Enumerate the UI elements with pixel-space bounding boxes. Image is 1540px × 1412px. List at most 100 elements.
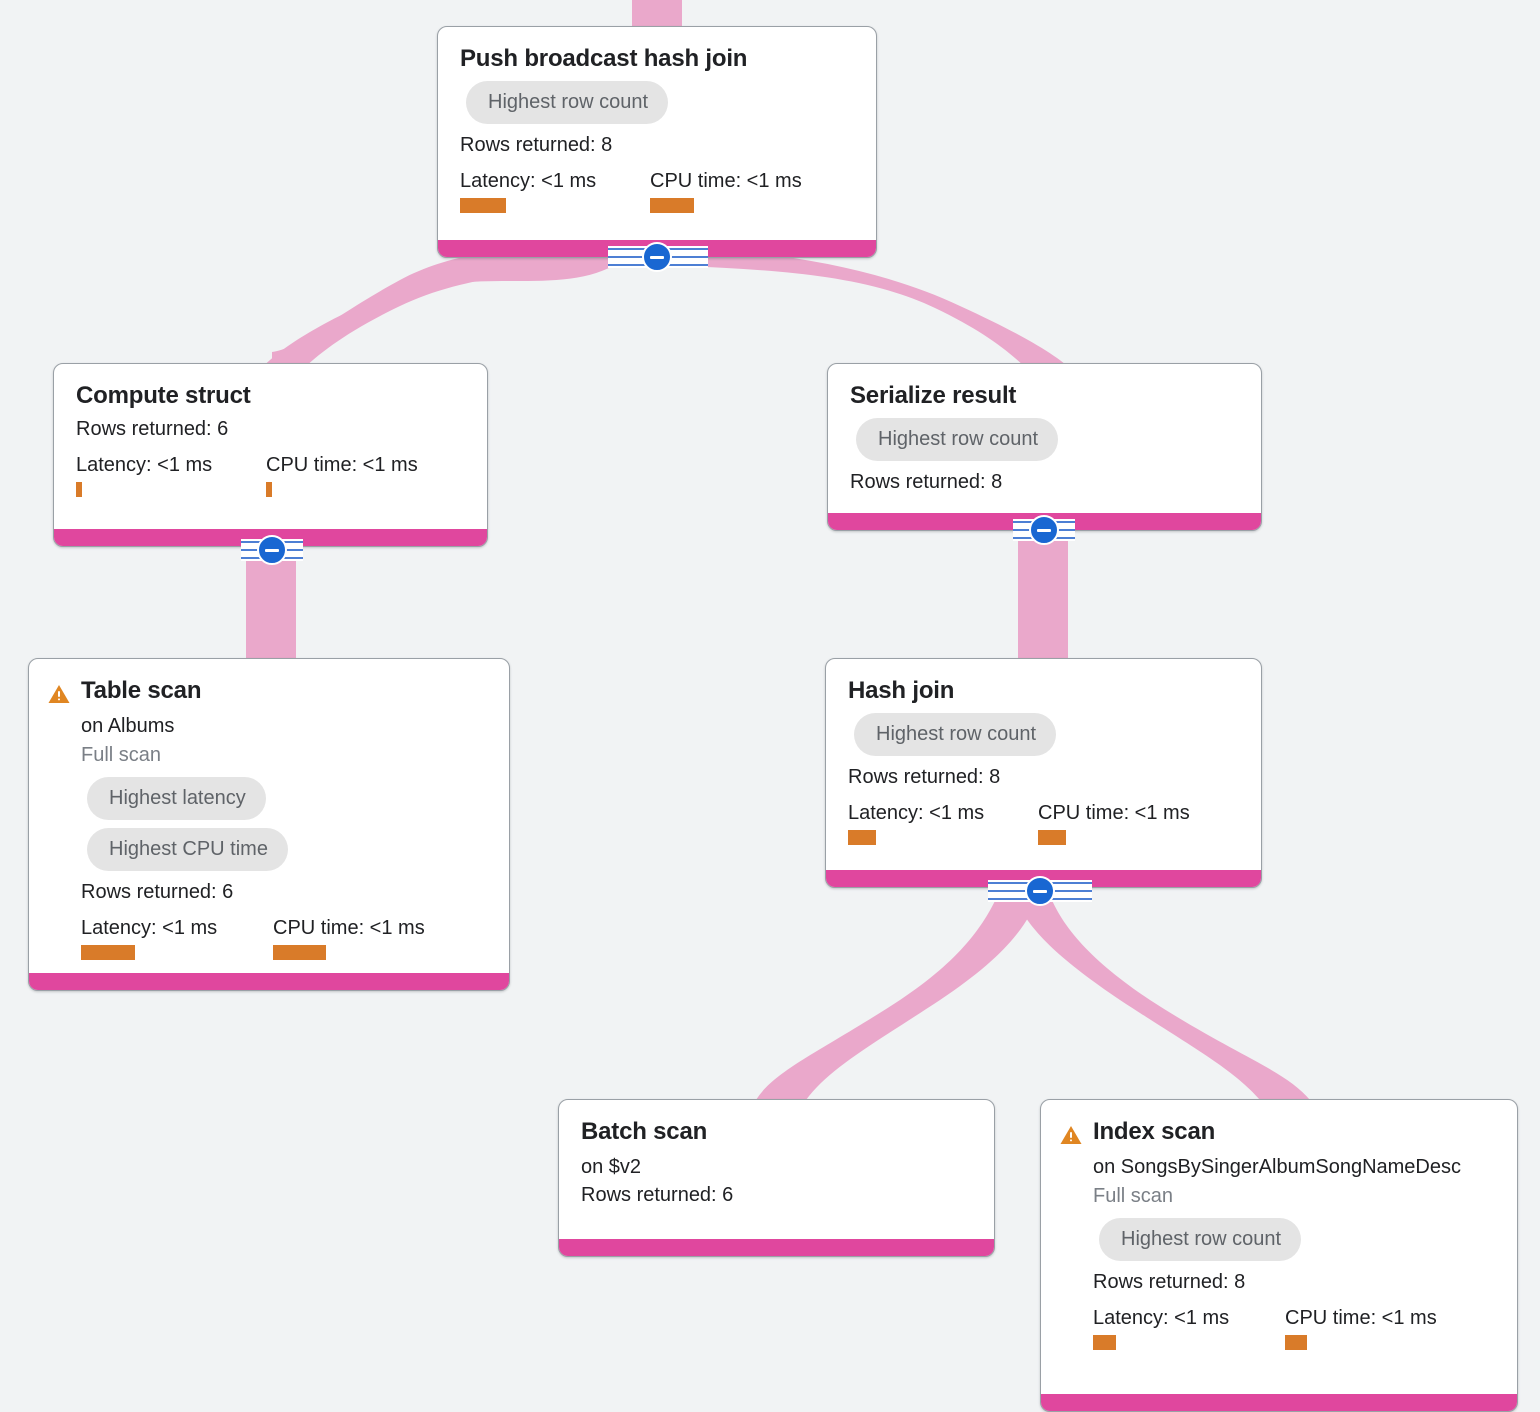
edge-hash-join-to-index-scan [1012,890,1310,1100]
rows-returned: Rows returned: 8 [460,133,613,156]
node-body: Push broadcast hash join Highest row cou… [438,27,876,240]
collapse-button-serialize-result[interactable] [1029,515,1059,545]
plan-node-compute-struct[interactable]: Compute struct Rows returned: 6 Latency:… [53,363,488,547]
node-body: Batch scan on $v2 Rows returned: 6 [559,1100,994,1239]
cpu-time-bar [273,944,326,960]
cpu-time-metric: CPU time: <1 ms [1038,802,1190,845]
plan-node-push-broadcast-hash-join[interactable]: Push broadcast hash join Highest row cou… [437,26,877,258]
rows-returned: Rows returned: 8 [850,470,1003,493]
latency-label: Latency: <1 ms [460,169,597,192]
node-title: Serialize result [850,382,1017,409]
node-scan-note: Full scan [1093,1184,1174,1207]
node-content: Push broadcast hash join Highest row cou… [460,45,802,213]
warning-triangle-icon [48,685,70,703]
metrics-row: Latency: <1 ms CPU time: <1 ms [81,917,425,960]
node-accent-bar [559,1239,994,1256]
cpu-time-label: CPU time: <1 ms [1285,1306,1437,1329]
latency-metric: Latency: <1 ms [81,917,273,960]
metrics-row: Latency: <1 ms CPU time: <1 ms [848,802,1239,845]
cpu-time-label: CPU time: <1 ms [266,453,418,476]
latency-bar [76,481,82,497]
cpu-time-metric: CPU time: <1 ms [1285,1307,1437,1350]
edge-serialize-result-to-hash-join [1018,530,1068,660]
cpu-time-bar [650,197,694,213]
latency-metric: Latency: <1 ms [76,454,266,497]
node-title-row: Push broadcast hash join Highest row cou… [460,45,854,213]
node-title: Table scan [81,677,202,704]
node-subtitle: on SongsBySingerAlbumSongNameDesc [1093,1155,1461,1178]
rows-returned: Rows returned: 8 [1093,1270,1246,1293]
cpu-time-bar [1285,1334,1307,1350]
latency-label: Latency: <1 ms [1093,1306,1230,1329]
metrics-row: Latency: <1 ms CPU time: <1 ms [76,454,465,497]
latency-bar [81,944,135,960]
collapse-button-compute-struct[interactable] [257,535,287,565]
node-title: Push broadcast hash join [460,45,748,72]
cpu-time-metric: CPU time: <1 ms [266,454,418,497]
node-scan-note: Full scan [81,743,162,766]
badge-highest-row-count: Highest row count [854,712,1057,756]
node-title: Compute struct [76,382,251,409]
edge-root-to-compute-struct-fill [258,248,630,372]
cpu-time-metric: CPU time: <1 ms [273,917,425,960]
badge-highest-row-count: Highest row count [856,417,1059,461]
metrics-row: Latency: <1 ms CPU time: <1 ms [460,170,802,213]
badge-highest-row-count: Highest row count [1099,1217,1302,1261]
latency-bar [1093,1334,1116,1350]
node-content: Compute struct Rows returned: 6 Latency:… [76,382,465,497]
plan-node-index-scan[interactable]: Index scan on SongsBySingerAlbumSongName… [1040,1099,1518,1412]
cpu-time-bar [1038,829,1066,845]
node-body: Table scan on Albums Full scan Highest l… [29,659,509,973]
cpu-time-label: CPU time: <1 ms [1038,801,1190,824]
node-title: Batch scan [581,1118,708,1145]
metrics-row: Latency: <1 ms CPU time: <1 ms [1093,1307,1461,1350]
node-body: Hash join Highest row count Rows returne… [826,659,1261,870]
edge-into-root [632,0,682,28]
latency-metric: Latency: <1 ms [460,170,650,213]
latency-label: Latency: <1 ms [76,453,213,476]
latency-bar [460,197,506,213]
node-content: Hash join Highest row count Rows returne… [848,677,1239,845]
rows-returned: Rows returned: 8 [848,765,1001,788]
node-title-row: Table scan on Albums Full scan Highest l… [47,677,487,960]
node-accent-bar [29,973,509,990]
edge-hash-join-to-batch-scan [756,890,1040,1100]
cpu-time-bar [266,481,272,497]
collapse-button-hash-join[interactable] [1025,876,1055,906]
edge-compute-struct-to-table-scan [246,550,296,660]
badge-highest-row-count: Highest row count [466,80,669,124]
cpu-time-label: CPU time: <1 ms [650,169,802,192]
node-accent-bar [1041,1394,1517,1411]
node-body: Compute struct Rows returned: 6 Latency:… [54,364,487,529]
plan-node-table-scan[interactable]: Table scan on Albums Full scan Highest l… [28,658,510,991]
plan-node-hash-join[interactable]: Hash join Highest row count Rows returne… [825,658,1262,888]
node-content: Serialize result Highest row count Rows … [850,382,1239,494]
latency-metric: Latency: <1 ms [848,802,1038,845]
node-content: Batch scan on $v2 Rows returned: 6 [581,1118,972,1207]
latency-bar [848,829,876,845]
latency-label: Latency: <1 ms [848,801,985,824]
node-content: Index scan on SongsBySingerAlbumSongName… [1093,1118,1461,1350]
rows-returned: Rows returned: 6 [81,880,234,903]
cpu-time-label: CPU time: <1 ms [273,916,425,939]
rows-returned: Rows returned: 6 [76,417,229,440]
node-content: Table scan on Albums Full scan Highest l… [81,677,425,960]
warning-triangle-icon [1060,1126,1082,1144]
node-title: Index scan [1093,1118,1216,1145]
node-subtitle: on Albums [81,714,175,737]
node-body: Index scan on SongsBySingerAlbumSongName… [1041,1100,1517,1394]
rows-returned: Rows returned: 6 [581,1183,734,1206]
plan-node-serialize-result[interactable]: Serialize result Highest row count Rows … [827,363,1262,531]
cpu-time-metric: CPU time: <1 ms [650,170,802,213]
latency-label: Latency: <1 ms [81,916,218,939]
node-title: Hash join [848,677,955,704]
plan-node-batch-scan[interactable]: Batch scan on $v2 Rows returned: 6 [558,1099,995,1257]
node-body: Serialize result Highest row count Rows … [828,364,1261,513]
badge-highest-cpu-time: Highest CPU time [87,827,288,871]
collapse-button-push-broadcast-hash-join[interactable] [642,242,672,272]
edge-root-to-serialize-result [686,248,1074,372]
latency-metric: Latency: <1 ms [1093,1307,1285,1350]
node-title-row: Index scan on SongsBySingerAlbumSongName… [1059,1118,1495,1350]
edge-root-to-compute-struct [272,242,620,372]
